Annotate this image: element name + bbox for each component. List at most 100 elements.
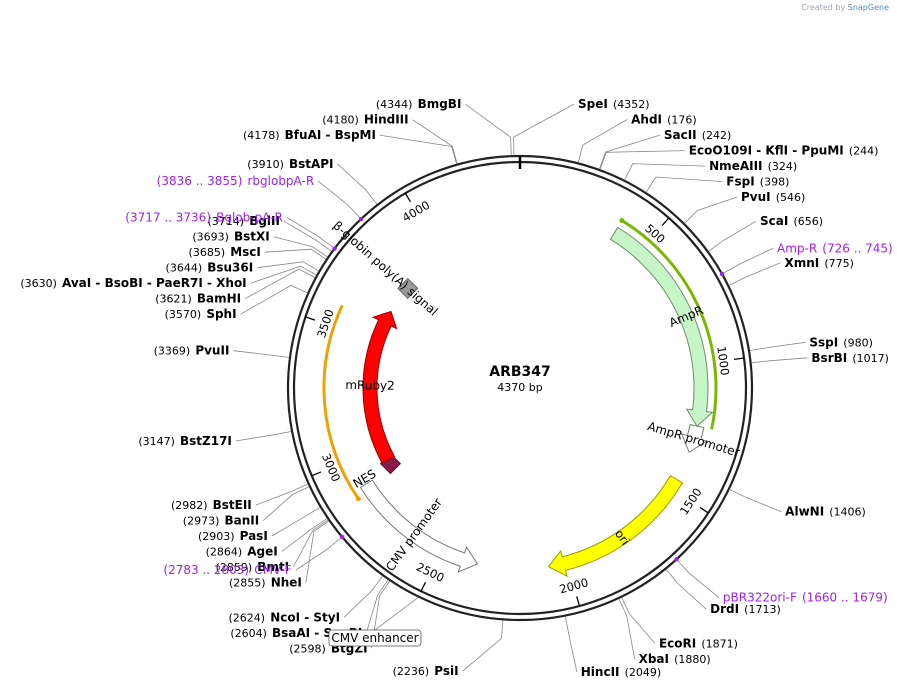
outer-feature-arcs — [322, 218, 718, 502]
feature-ampr[interactable]: AmpR — [609, 226, 714, 427]
site-name: AgeI — [247, 545, 277, 559]
restriction-site[interactable]: HincII (2049) — [564, 616, 661, 680]
feature-cmv-promoter[interactable]: CMV promoter — [359, 479, 479, 574]
site-name: ScaI — [760, 214, 788, 228]
site-name: BglII — [249, 214, 280, 228]
restriction-site[interactable]: SpeI (4352) — [513, 93, 650, 156]
site-position: (656) — [793, 215, 823, 228]
restriction-site[interactable]: (2864) AgeI — [206, 518, 328, 560]
restriction-site[interactable]: (3570) SphI — [165, 285, 308, 323]
restriction-site[interactable]: ScaI (656) — [708, 210, 823, 252]
restriction-site[interactable]: SacII (242) — [599, 124, 732, 170]
primer-range: (726 .. 745) — [822, 241, 892, 255]
restriction-site[interactable]: (2903) PasI — [198, 507, 321, 545]
restriction-site[interactable]: (3910) BstAPI — [247, 153, 378, 205]
restriction-site[interactable]: (3714) BglII — [208, 210, 332, 252]
restriction-site[interactable]: (2855) NheI — [229, 520, 329, 591]
credit-prefix: Created by — [801, 3, 846, 12]
site-name: AvaI - BsoBI - PaeR7I - XhoI — [62, 276, 247, 290]
site-name: SpeI — [578, 97, 608, 111]
site-position: (2982) — [171, 499, 208, 512]
restriction-site[interactable]: (3621) BamHI — [155, 268, 315, 307]
primer-site[interactable]: (2783 .. 2803) CMV-F — [163, 534, 345, 579]
restriction-site[interactable]: (2973) BanII — [183, 486, 310, 529]
restriction-site[interactable]: SspI (980) — [749, 331, 873, 351]
svg-text:ScaI (656): ScaI (656) — [760, 210, 823, 229]
restriction-site[interactable]: (3147) BstZ17I — [138, 430, 292, 449]
cmv-enhancer-label[interactable]: CMV enhancer — [328, 597, 422, 647]
svg-text:SspI (980): SspI (980) — [809, 331, 873, 350]
site-position: (2864) — [206, 546, 243, 559]
feature-label: β-globin poly(A) signal — [330, 218, 440, 318]
primer-name: pBR322ori-F — [723, 591, 797, 605]
feature-ampr-promoter[interactable]: AmpR promoter — [646, 419, 741, 460]
site-name: EcoRI — [659, 637, 696, 651]
restriction-site[interactable]: NmeAIII (324) — [624, 155, 798, 180]
svg-text:(4178) BfuAI - BspMI: (4178) BfuAI - BspMI — [243, 124, 376, 143]
restriction-site[interactable]: (3693) BstXI — [192, 226, 328, 258]
site-position: (2973) — [183, 515, 220, 528]
svg-text:pBR322ori-F (1660 .. 1679): pBR322ori-F (1660 .. 1679) — [723, 587, 888, 606]
primer-site[interactable]: (3836 .. 3855) rbglobpA-R — [157, 170, 364, 222]
svg-text:EcoO109I - KflI - PpuMI (244): EcoO109I - KflI - PpuMI (244) — [689, 140, 879, 159]
site-name: XbaI — [639, 652, 669, 666]
primer-site[interactable]: Amp-R (726 .. 745) — [719, 237, 893, 277]
feature-label: mRuby2 — [345, 378, 395, 393]
site-position: (1880) — [674, 653, 711, 666]
primer-site[interactable]: pBR322ori-F (1660 .. 1679) — [674, 557, 888, 606]
restriction-site[interactable]: AlwNI (1406) — [729, 489, 866, 520]
restriction-site[interactable]: FspI (398) — [645, 171, 789, 193]
green-arc-head — [619, 218, 625, 224]
site-position: (242) — [702, 129, 732, 142]
restriction-site[interactable]: PvuI (546) — [684, 186, 806, 224]
svg-text:(3693) BstXI: (3693) BstXI — [192, 226, 269, 245]
svg-text:FspI (398): FspI (398) — [726, 171, 789, 190]
site-position: (2903) — [198, 530, 235, 543]
svg-text:(4180) HindIII: (4180) HindIII — [322, 109, 408, 128]
site-position: (2236) — [393, 665, 430, 678]
plasmid-length: 4370 bp — [497, 381, 542, 394]
site-name: BmtI — [257, 560, 289, 574]
feature-mruby2[interactable]: mRuby2 — [345, 310, 398, 464]
restriction-site[interactable]: (4180) HindIII — [322, 109, 458, 164]
svg-text:(2903) PasI: (2903) PasI — [198, 525, 268, 544]
restriction-site[interactable]: EcoRI (1871) — [621, 597, 738, 652]
svg-text:(4344) BmgBI: (4344) BmgBI — [376, 93, 462, 112]
restriction-site[interactable]: DrdI (1713) — [665, 569, 781, 617]
svg-text:(3621) BamHI: (3621) BamHI — [155, 288, 241, 307]
restriction-site[interactable]: (3630) AvaI - BsoBI - PaeR7I - XhoI — [20, 265, 317, 291]
restriction-site[interactable]: (3685) MscI — [189, 241, 327, 260]
restriction-site[interactable]: (2624) NcoI - StyI — [229, 575, 383, 625]
restriction-site[interactable]: (2859) BmtI — [216, 519, 329, 575]
restriction-site[interactable]: (3644) Bsu36I — [166, 257, 319, 276]
feature-ori[interactable]: ori — [547, 475, 684, 578]
site-position: (775) — [824, 257, 854, 270]
site-position: (1017) — [852, 352, 889, 365]
tick-label: 1000 — [714, 345, 732, 376]
svg-text:XmnI (775): XmnI (775) — [784, 252, 853, 271]
site-position: (1871) — [701, 638, 738, 651]
site-position: (4344) — [376, 98, 413, 111]
orange-arc — [322, 304, 360, 500]
restriction-site[interactable]: (4178) BfuAI - BspMI — [243, 124, 457, 164]
restriction-site[interactable]: (4344) BmgBI — [376, 93, 512, 156]
restriction-site[interactable]: XmnI (775) — [728, 252, 854, 286]
plasmid-name: ARB347 — [489, 364, 551, 380]
restriction-site[interactable]: EcoO109I - KflI - PpuMI (244) — [599, 140, 879, 170]
restriction-site[interactable]: BsrBI (1017) — [751, 347, 889, 366]
primer-site[interactable]: (3717 .. 3736) Bglob-pA-R — [125, 206, 337, 251]
restriction-site[interactable]: (3369) PvuII — [154, 340, 290, 359]
restriction-site[interactable]: (2982) BstEII — [171, 483, 308, 513]
site-name: PsiI — [434, 664, 458, 678]
restriction-site[interactable]: XbaI (1880) — [618, 598, 711, 667]
primer-name: CMV-F — [254, 563, 292, 577]
primer-range: (3836 .. 3855) — [157, 174, 243, 188]
svg-text:(3717 .. 3736) Bglob-pA-R: (3717 .. 3736) Bglob-pA-R — [125, 206, 283, 225]
restriction-site[interactable]: AhdI (176) — [577, 109, 697, 163]
tick-mark — [404, 192, 411, 203]
feature--globin-poly-a-signal[interactable]: β-globin poly(A) signal — [330, 218, 440, 318]
tick-mark — [311, 471, 322, 477]
tick-mark — [699, 506, 709, 514]
restriction-site[interactable]: (2236) PsiI — [393, 620, 504, 679]
svg-text:BsrBI (1017): BsrBI (1017) — [811, 347, 889, 366]
